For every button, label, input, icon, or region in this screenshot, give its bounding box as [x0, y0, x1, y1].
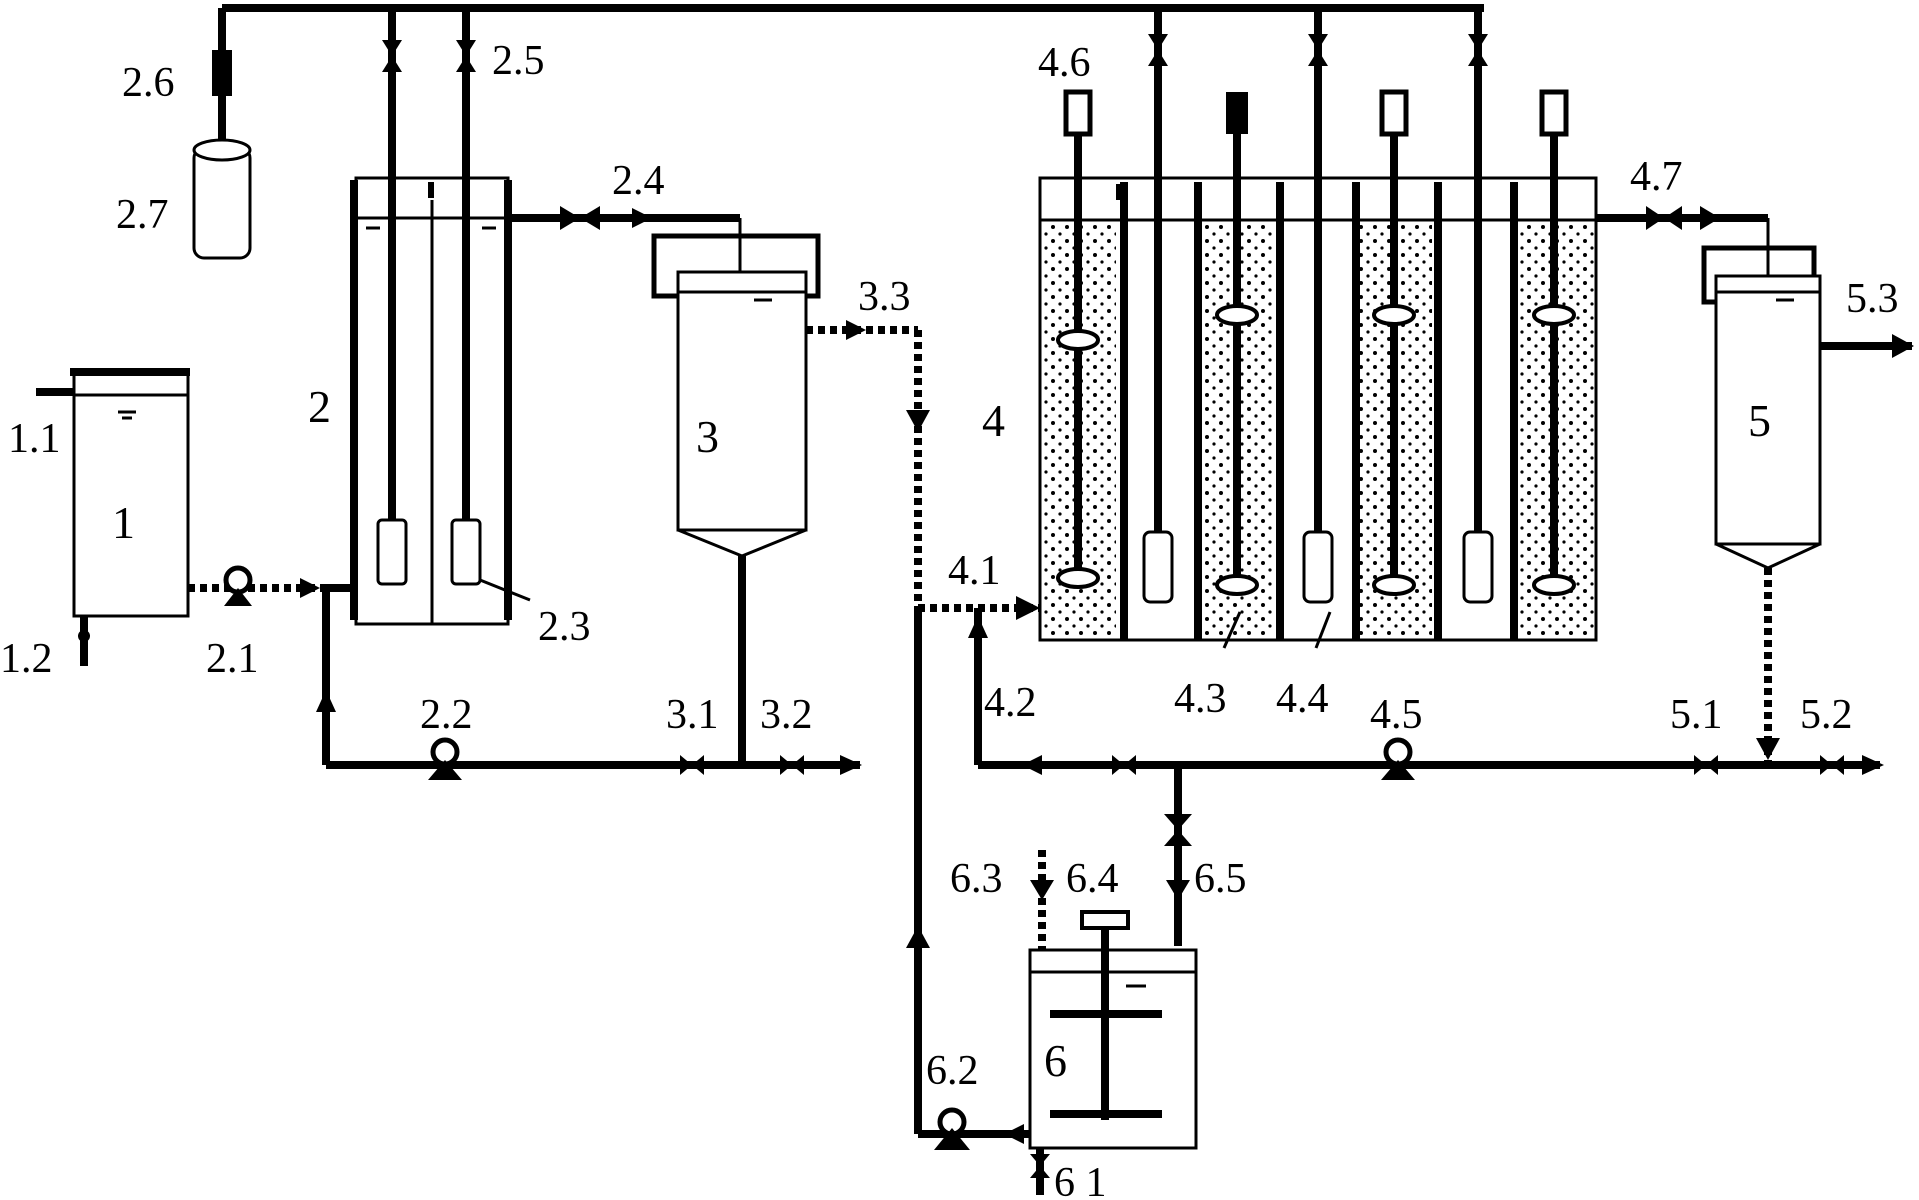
label-4-5: 4.5	[1370, 692, 1423, 738]
label-6-2: 6.2	[926, 1048, 979, 1094]
label-2-6: 2.6	[122, 60, 175, 106]
sludge-return-line-4-5	[968, 608, 1884, 946]
label-6-4: 6.4	[1066, 856, 1119, 902]
settler-5	[1701, 245, 1914, 765]
label-3-2: 3.2	[760, 692, 813, 738]
gas-header-pipe	[218, 4, 1484, 160]
label-1-1: 1.1	[8, 416, 61, 462]
label-5: 5	[1748, 395, 1771, 446]
label-5-2: 5.2	[1800, 692, 1853, 738]
label-1-2: 1.2	[0, 636, 53, 682]
label-4-4: 4.4	[1276, 676, 1329, 722]
sludge-return-line-2-2	[316, 588, 862, 780]
label-2-1: 2.1	[206, 636, 259, 682]
label-2-7: 2.7	[116, 192, 169, 238]
label-4: 4	[982, 395, 1005, 446]
label-4-1: 4.1	[948, 548, 1001, 594]
reactor-4	[1038, 8, 1598, 649]
tank-6	[1028, 850, 1198, 1195]
line-6-2	[906, 608, 1030, 1150]
reactor-2	[350, 8, 531, 626]
label-5-3: 5.3	[1846, 276, 1899, 322]
label-4-7: 4.7	[1630, 154, 1683, 200]
label-2-3: 2.3	[538, 604, 591, 650]
label-6-1: 6 1	[1054, 1160, 1107, 1200]
label-3: 3	[696, 411, 719, 462]
settler-3	[651, 233, 821, 765]
label-1: 1	[112, 497, 135, 548]
label-4-3: 4.3	[1174, 676, 1227, 722]
label-4-2: 4.2	[984, 680, 1037, 726]
label-2-4: 2.4	[612, 158, 665, 204]
label-2-5: 2.5	[492, 38, 545, 84]
equipment-labels: 1 1.1 1.2 2 2.1 2.2 2.3 2.4 2.5 2.6 2.7 …	[0, 38, 1899, 1200]
line-3-3	[806, 320, 1040, 620]
gas-flowmeter	[212, 50, 232, 96]
gas-collection-bag	[192, 138, 252, 260]
label-5-1: 5.1	[1670, 692, 1723, 738]
label-6-3: 6.3	[950, 856, 1003, 902]
label-3-3: 3.3	[858, 274, 911, 320]
label-2: 2	[308, 381, 331, 432]
raw-water-tank	[36, 368, 190, 666]
label-6-5: 6.5	[1194, 856, 1247, 902]
label-4-6: 4.6	[1038, 40, 1091, 86]
label-6: 6	[1044, 1035, 1067, 1086]
label-3-1: 3.1	[666, 692, 719, 738]
label-2-2: 2.2	[420, 692, 473, 738]
feed-line-2-1	[188, 565, 356, 606]
